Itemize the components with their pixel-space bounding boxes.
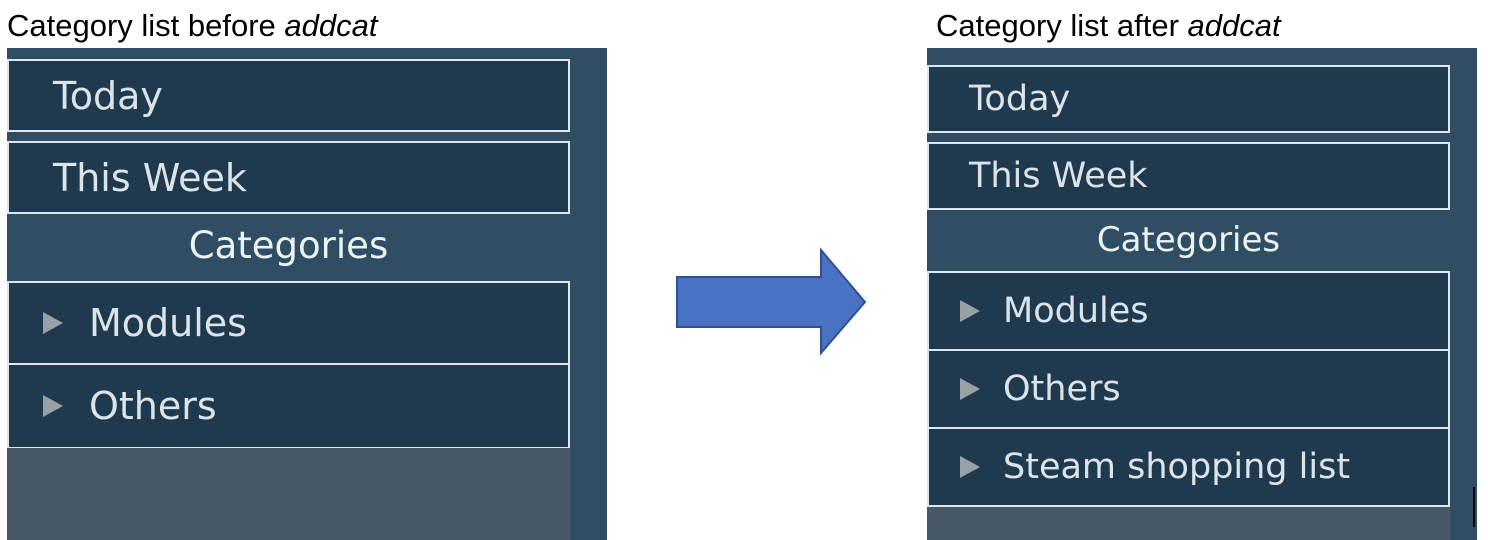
after-category-others[interactable]: Others xyxy=(927,349,1450,429)
before-others-triangle-right-icon[interactable] xyxy=(43,395,63,417)
before-caption: Category list before addcat xyxy=(7,10,378,41)
after-item-this-week-label: This Week xyxy=(969,156,1148,196)
before-category-panel: Today This Week Categories Modules Other… xyxy=(7,48,607,540)
after-item-today[interactable]: Today xyxy=(927,65,1450,133)
after-caption-command: addcat xyxy=(1187,8,1281,43)
after-empty-list-area xyxy=(927,507,1450,540)
arrow-right-icon xyxy=(676,247,867,356)
after-caption-text: Category list after xyxy=(936,8,1188,43)
before-category-modules[interactable]: Modules xyxy=(7,281,570,365)
after-category-panel: Today This Week Categories Modules Other… xyxy=(927,48,1477,540)
after-item-this-week[interactable]: This Week xyxy=(927,142,1450,210)
after-others-triangle-right-icon[interactable] xyxy=(960,378,980,400)
after-category-others-label: Others xyxy=(1003,369,1121,409)
after-category-modules[interactable]: Modules xyxy=(927,271,1450,351)
text-cursor xyxy=(1473,487,1475,527)
after-category-steam-shopping-list[interactable]: Steam shopping list xyxy=(927,427,1450,507)
after-modules-triangle-right-icon[interactable] xyxy=(960,300,980,322)
before-category-others-label: Others xyxy=(89,384,217,428)
before-item-this-week-label: This Week xyxy=(53,155,247,200)
after-caption: Category list after addcat xyxy=(936,10,1281,41)
before-empty-list-area xyxy=(7,448,570,540)
after-category-steam-shopping-list-label: Steam shopping list xyxy=(1003,447,1351,487)
before-item-today[interactable]: Today xyxy=(7,59,570,132)
before-categories-heading: Categories xyxy=(188,224,389,267)
before-category-modules-label: Modules xyxy=(89,301,247,345)
after-item-today-label: Today xyxy=(969,79,1071,119)
before-caption-command: addcat xyxy=(284,8,378,43)
before-category-others[interactable]: Others xyxy=(7,363,570,449)
after-categories-heading: Categories xyxy=(1096,220,1281,260)
before-caption-text: Category list before xyxy=(7,8,285,43)
before-item-today-label: Today xyxy=(53,73,163,118)
after-category-modules-label: Modules xyxy=(1003,291,1149,331)
arrow-right-shape xyxy=(676,247,867,356)
after-steam-shopping-list-triangle-right-icon[interactable] xyxy=(960,456,980,478)
before-modules-triangle-right-icon[interactable] xyxy=(43,312,63,334)
before-item-this-week[interactable]: This Week xyxy=(7,141,570,214)
